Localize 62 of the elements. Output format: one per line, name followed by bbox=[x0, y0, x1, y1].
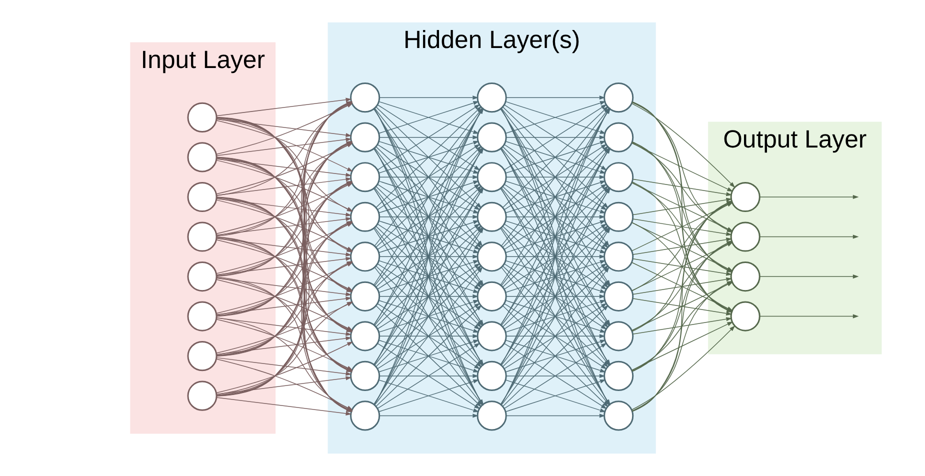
cluster: Input Layer bbox=[130, 42, 276, 434]
arrow bbox=[379, 214, 478, 219]
arrow bbox=[379, 175, 478, 180]
arrow bbox=[631, 103, 736, 188]
arrow bbox=[631, 322, 734, 371]
arrow bbox=[631, 142, 734, 192]
arrow bbox=[506, 254, 606, 259]
arrow bbox=[506, 180, 606, 214]
arrow bbox=[506, 175, 606, 180]
arrow bbox=[379, 294, 478, 298]
node-circle bbox=[187, 262, 218, 292]
arrow bbox=[506, 135, 606, 140]
arrow bbox=[506, 294, 606, 298]
arrow bbox=[378, 180, 480, 214]
arrow bbox=[379, 334, 478, 338]
node-circle bbox=[350, 162, 380, 192]
arrow bbox=[506, 414, 606, 418]
cluster: Hidden Layer(s) bbox=[328, 22, 656, 454]
arrow bbox=[632, 178, 732, 196]
arrow bbox=[631, 326, 736, 410]
arrow bbox=[216, 118, 352, 138]
node-circle bbox=[187, 380, 218, 411]
node-circle bbox=[187, 222, 218, 252]
arrow bbox=[379, 374, 478, 378]
arrow bbox=[378, 101, 480, 134]
node-circle bbox=[350, 400, 380, 431]
arrow bbox=[216, 336, 352, 355]
arrow bbox=[759, 234, 859, 239]
node-circle bbox=[350, 281, 380, 312]
arrow bbox=[759, 274, 859, 279]
arrow bbox=[378, 260, 480, 293]
node-circle bbox=[350, 122, 380, 152]
arrow bbox=[506, 96, 606, 100]
node-circle bbox=[187, 142, 218, 172]
arrow bbox=[379, 96, 478, 100]
node-circle bbox=[187, 102, 218, 132]
arrow bbox=[506, 334, 606, 338]
node-circle bbox=[350, 82, 380, 113]
node-circle bbox=[350, 360, 380, 391]
arrow bbox=[632, 317, 732, 334]
node-circle bbox=[187, 301, 218, 332]
arrow bbox=[759, 314, 859, 318]
node-circle bbox=[350, 242, 380, 272]
arrow bbox=[379, 414, 478, 418]
arrow bbox=[379, 254, 478, 259]
arrow bbox=[378, 340, 480, 372]
node-circle bbox=[730, 222, 760, 252]
node-circle bbox=[350, 321, 380, 352]
arrow bbox=[506, 340, 606, 372]
node-circle bbox=[730, 262, 760, 292]
arrow bbox=[216, 158, 352, 177]
node-circle bbox=[187, 341, 218, 372]
node-circle bbox=[350, 202, 380, 232]
arrow bbox=[506, 214, 606, 219]
cluster: Output Layer bbox=[708, 122, 882, 354]
node-circle bbox=[187, 182, 218, 212]
arrow bbox=[759, 194, 859, 200]
arrow bbox=[506, 374, 606, 378]
arrow bbox=[216, 376, 352, 395]
arrow bbox=[506, 101, 606, 134]
arrow bbox=[379, 135, 478, 140]
arrow bbox=[506, 260, 606, 293]
